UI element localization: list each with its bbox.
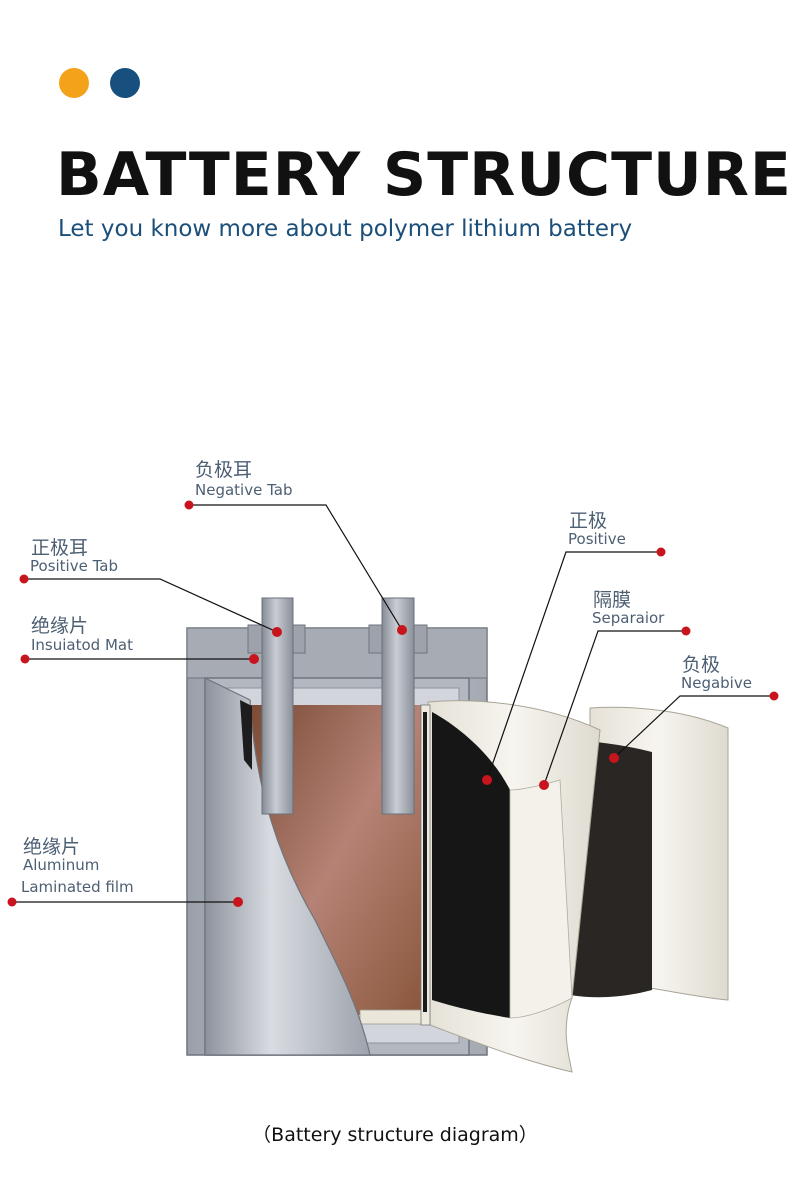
label-insulated-mat-cn: 绝缘片 xyxy=(31,615,89,637)
label-negative-en: Negabive xyxy=(681,674,752,692)
marker-dot xyxy=(19,574,29,584)
label-negative-tab-cn: 负极耳 xyxy=(195,459,253,481)
label-positive-en: Positive xyxy=(568,530,626,548)
marker-dot xyxy=(20,654,30,664)
label-separator-cn: 隔膜 xyxy=(593,589,632,611)
label-positive-tab-en: Positive Tab xyxy=(30,557,118,575)
page-subtitle: Let you know more about polymer lithium … xyxy=(58,216,633,242)
peeled-film xyxy=(204,677,371,1056)
marker-dot xyxy=(249,654,259,664)
leader-negative xyxy=(613,695,774,759)
leader-separator xyxy=(543,630,686,786)
label-positive-tab-cn: 正极耳 xyxy=(31,537,89,559)
leader-positive xyxy=(486,551,661,781)
marker-dot xyxy=(656,547,666,557)
marker-dot xyxy=(681,626,691,636)
leader-positive-tab xyxy=(24,578,278,633)
label-aluminum-film-en-1: Aluminum xyxy=(23,856,100,874)
marker-dot xyxy=(609,753,619,763)
negative-tab xyxy=(381,597,415,815)
marker-dot xyxy=(397,625,407,635)
blue-dot-icon xyxy=(110,68,140,98)
label-aluminum-film-cn: 绝缘片 xyxy=(23,836,81,858)
label-positive-cn: 正极 xyxy=(569,510,608,532)
page-title: BATTERY STRUCTURE xyxy=(56,140,790,210)
label-separator-en: Separaior xyxy=(592,609,665,627)
marker-dot xyxy=(272,627,282,637)
positive-layer xyxy=(432,712,510,1018)
marker-dot xyxy=(7,897,17,907)
marker-dot xyxy=(769,691,779,701)
marker-dot xyxy=(539,780,549,790)
label-aluminum-film-en-2: Laminated film xyxy=(21,878,134,896)
label-negative-tab-en: Negative Tab xyxy=(195,481,293,499)
top-seal xyxy=(186,627,488,679)
marker-dot xyxy=(482,775,492,785)
marker-dot xyxy=(184,500,194,510)
orange-dot-icon xyxy=(59,68,89,98)
diagram-caption: （Battery structure diagram） xyxy=(252,1124,538,1146)
label-negative-cn: 负极 xyxy=(682,654,721,676)
leader-negative-tab xyxy=(189,504,403,631)
marker-dot xyxy=(233,897,243,907)
label-insulated-mat-en: Insuiatod Mat xyxy=(31,636,133,654)
